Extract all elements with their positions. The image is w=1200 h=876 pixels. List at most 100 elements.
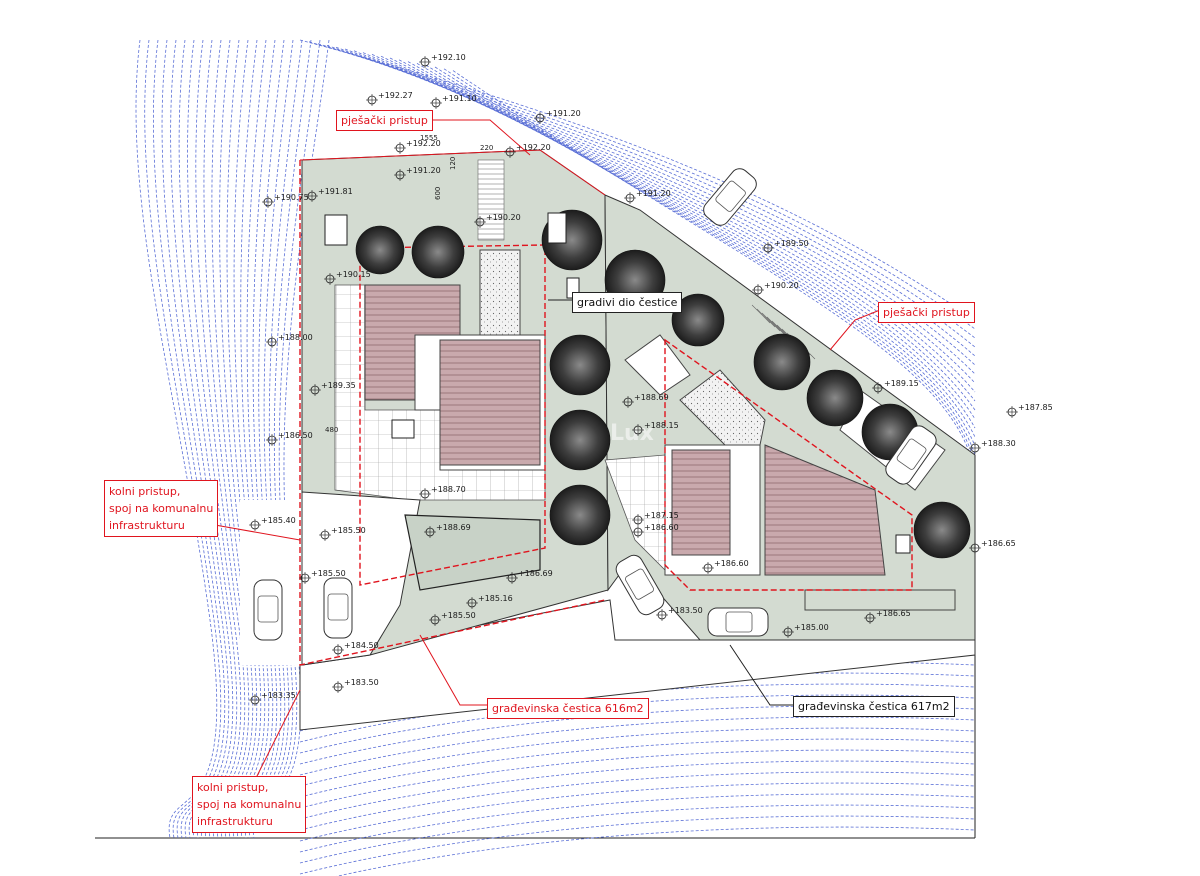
- dim-label: 220: [480, 144, 493, 152]
- contour-line: [299, 760, 976, 820]
- elevation-label: +191.20: [546, 109, 581, 118]
- contour-line: [299, 782, 976, 842]
- building-617-roof-a: [671, 449, 731, 556]
- contour-line: [299, 738, 976, 798]
- elevation-point: +189.15: [872, 379, 919, 394]
- ramp: [404, 514, 541, 591]
- elevation-label: +185.50: [311, 569, 346, 578]
- elevation-label: +192.10: [431, 53, 466, 62]
- leader-pedestrian-top: [410, 119, 531, 156]
- elevation-point: +190.75: [262, 193, 309, 208]
- elevation-point: +187.85: [1006, 403, 1053, 418]
- contour-line: [434, 66, 976, 456]
- leader-plot-616: [419, 634, 490, 706]
- elevation-point: +185.00: [782, 623, 829, 638]
- elevation-label: +190.75: [274, 193, 309, 202]
- elevation-point: +186.60: [632, 523, 679, 538]
- elevation-point: +186.65: [969, 539, 1016, 554]
- elevation-label: +185.40: [261, 516, 296, 525]
- elevation-points: +192.10+192.27+191.10+191.20+192.20+192.…: [249, 53, 1053, 706]
- contour-line: [299, 771, 976, 831]
- contour-line: [407, 61, 976, 429]
- elevation-label: +183.50: [344, 678, 379, 687]
- elevation-point: +188.15: [632, 421, 679, 436]
- buildable-area-617: [664, 338, 913, 591]
- elevation-point: +183.50: [332, 678, 379, 693]
- elevation-point: +191.20: [394, 166, 441, 181]
- dim-label: 1555: [420, 134, 438, 142]
- car: [707, 607, 769, 637]
- elevation-label: +186.50: [278, 431, 313, 440]
- elevation-label: +188.00: [278, 333, 313, 342]
- tree: [753, 333, 811, 391]
- buildable-area-616: [359, 244, 546, 586]
- contour-line: [144, 39, 222, 839]
- contour-line: [161, 39, 230, 839]
- callout-line: kolni pristup,: [197, 781, 269, 794]
- elevation-point: +186.50: [266, 431, 313, 446]
- elevation-label: +190.20: [764, 281, 799, 290]
- callout-vehicle-access-1: kolni pristup, spoj na komunalnu infrast…: [104, 480, 219, 537]
- tree: [806, 369, 864, 427]
- plot-616-red-top: [299, 149, 606, 196]
- elevation-point: +192.20: [394, 139, 441, 154]
- tree: [913, 501, 971, 559]
- building-617-roof-b: [764, 444, 886, 576]
- callout-vehicle-access-2: kolni pristup, spoj na komunalnu infrast…: [192, 776, 307, 833]
- callout-line: kolni pristup,: [109, 485, 181, 498]
- elevation-point: +188.69: [424, 523, 471, 538]
- contour-line: [200, 39, 250, 839]
- elevation-label: +191.20: [406, 166, 441, 175]
- callout-building-plot-616: građevinska čestica 616m2: [487, 698, 649, 719]
- tree: [411, 225, 465, 279]
- elevation-label: +190.15: [336, 270, 371, 279]
- contour-line: [425, 64, 976, 447]
- contour-line: [299, 716, 976, 776]
- callout-buildable-part: gradivi dio čestice: [572, 292, 683, 313]
- elevation-point: +188.69: [622, 393, 669, 408]
- leader-plot-617: [729, 644, 795, 706]
- elevation-label: +186.60: [714, 559, 749, 568]
- contour-line: [326, 45, 976, 348]
- callout-line: infrastrukturu: [197, 815, 273, 828]
- elevation-label: +184.50: [344, 641, 379, 650]
- elevation-label: +188.15: [644, 421, 679, 430]
- contour-line: [299, 793, 976, 853]
- car: [323, 577, 353, 639]
- elevation-point: +188.00: [266, 333, 313, 348]
- elevation-label: +188.30: [981, 439, 1016, 448]
- top-stairs: [477, 159, 505, 241]
- tree: [549, 484, 611, 546]
- contour-line: [153, 39, 226, 839]
- courtyard-617: [624, 334, 691, 396]
- elevation-point: +191.20: [534, 109, 581, 124]
- elevation-label: +183.35: [261, 691, 296, 700]
- elevation-label: +183.50: [668, 606, 703, 615]
- dim-label: 480: [325, 426, 338, 434]
- elevation-label: +188.70: [431, 485, 466, 494]
- elevation-point: +185.40: [249, 516, 296, 531]
- elevation-point: +192.27: [366, 91, 413, 106]
- elevation-point: +190.15: [324, 270, 371, 285]
- elevation-point: +190.20: [752, 281, 799, 296]
- parked-cars: [253, 168, 937, 641]
- elevation-label: +186.65: [876, 609, 911, 618]
- stair-tread: [761, 312, 781, 332]
- tree: [549, 409, 611, 471]
- tree: [671, 293, 725, 347]
- elevation-label: +186.65: [981, 539, 1016, 548]
- elevation-label: +185.50: [441, 611, 476, 620]
- tree: [549, 334, 611, 396]
- callout-pedestrian-access-right: pješački pristup: [878, 302, 975, 323]
- elevation-label: +186.60: [644, 523, 679, 532]
- callout-line: infrastrukturu: [109, 519, 185, 532]
- contour-line: [299, 804, 976, 864]
- elevation-point: +185.50: [299, 569, 346, 584]
- leader-vehicle-2: [254, 689, 301, 781]
- elevation-point: +189.50: [762, 239, 809, 254]
- callout-leaders: [214, 119, 881, 781]
- elevation-label: +191.10: [442, 94, 477, 103]
- leader-pedestrian-right: [829, 309, 881, 351]
- plot-616-red-boundary: [299, 160, 606, 666]
